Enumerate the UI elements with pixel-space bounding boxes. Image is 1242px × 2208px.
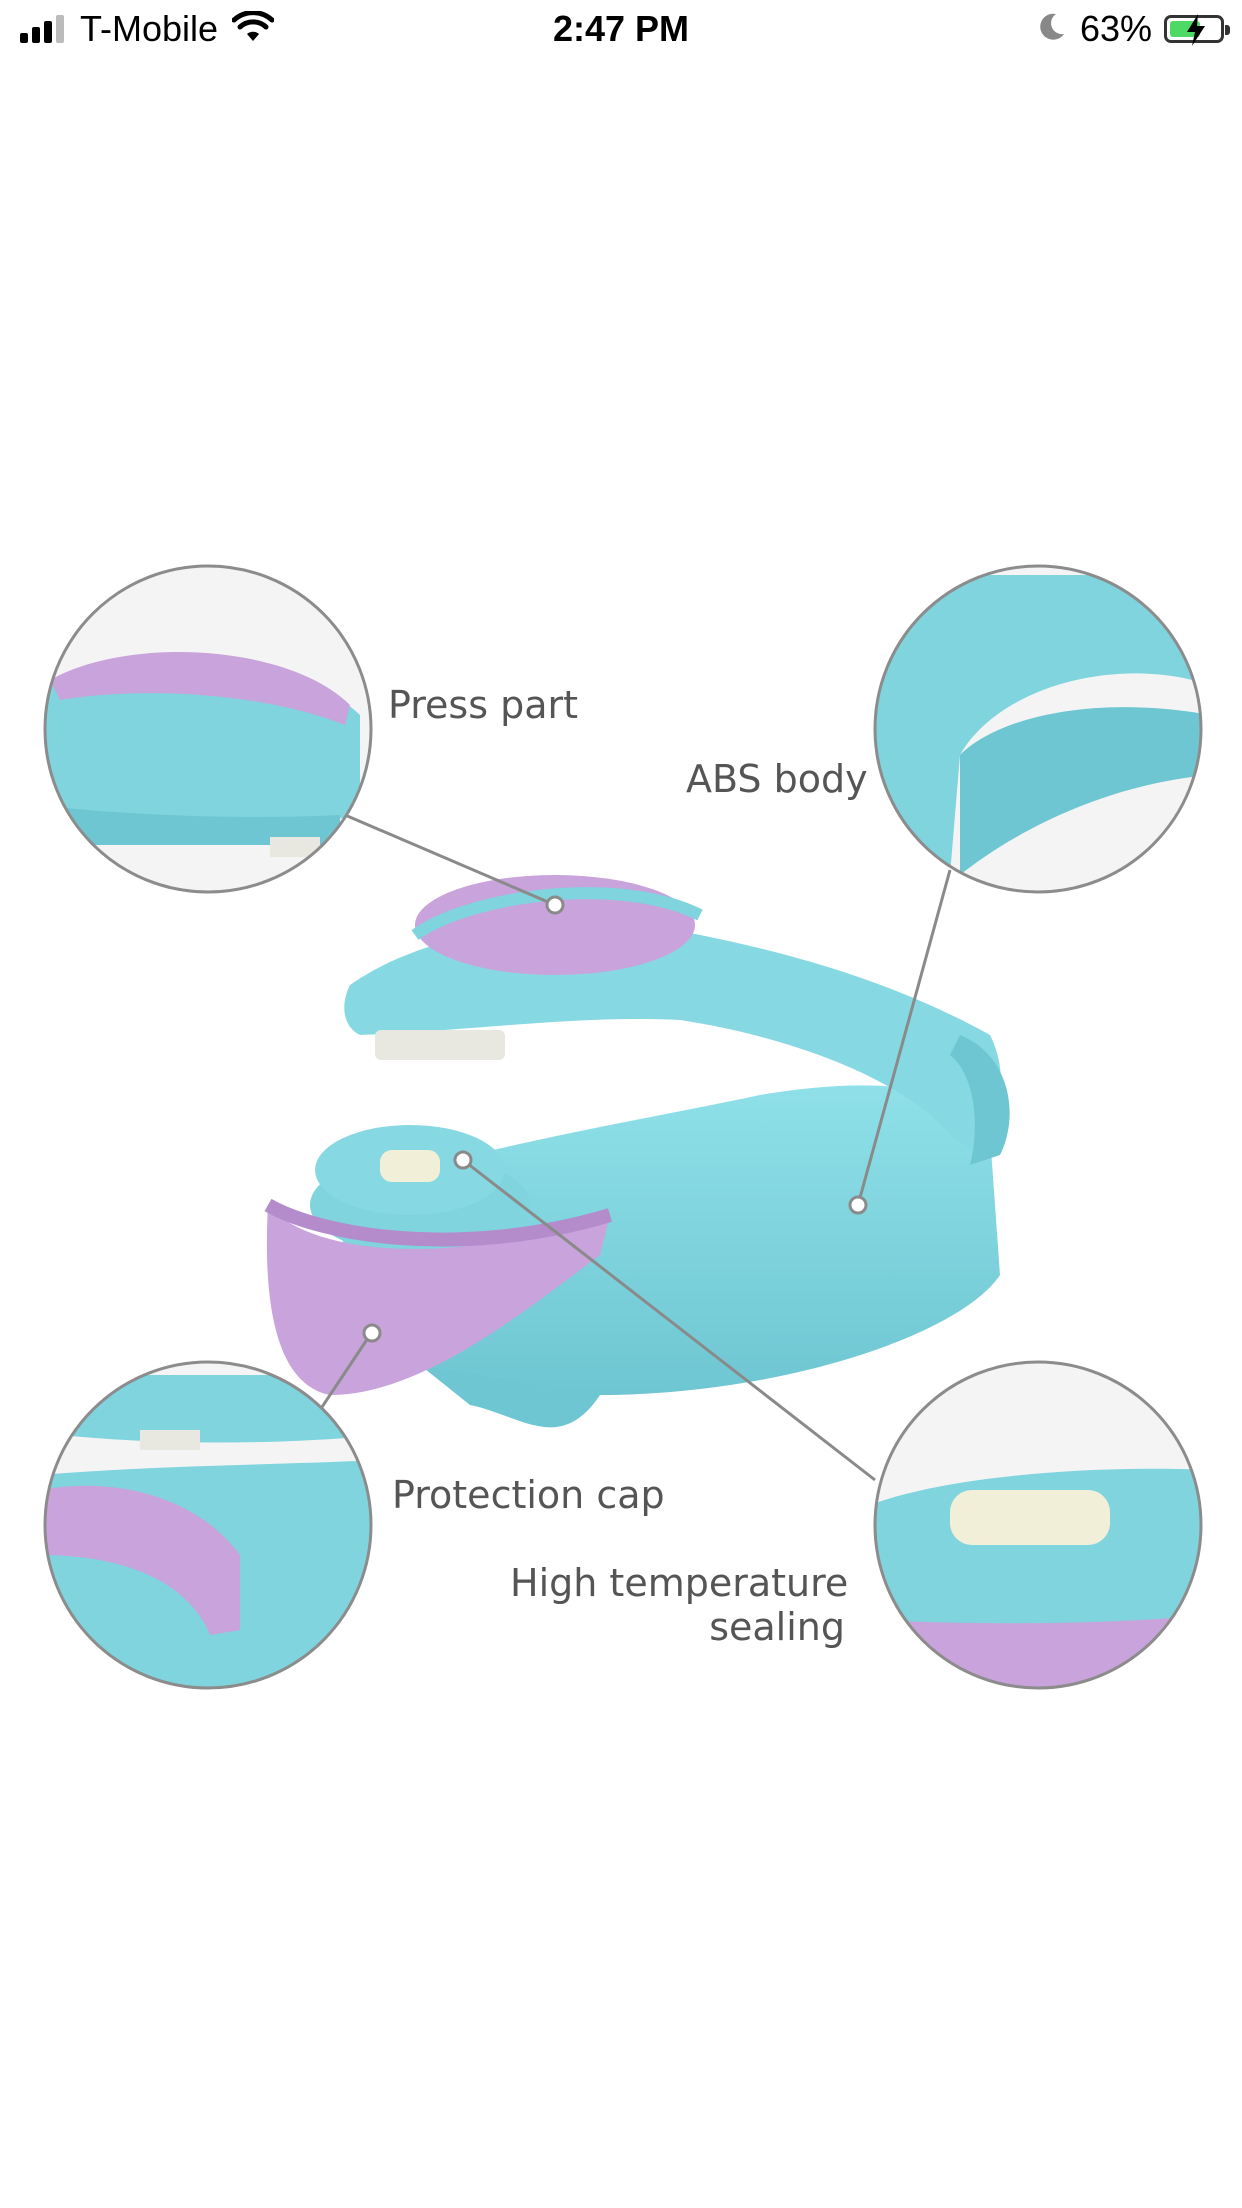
zoom-circle-press-part — [43, 564, 373, 894]
callout-high-temp-sealing: High temperature sealing — [510, 1561, 849, 1649]
wifi-icon — [231, 9, 275, 48]
leader-dots — [362, 895, 868, 1343]
battery-charging-icon — [1164, 14, 1230, 46]
battery-percent: 63% — [1079, 8, 1152, 49]
status-bar-left: T-Mobile — [20, 8, 275, 50]
signal-icon — [20, 15, 64, 43]
carrier-name: T-Mobile — [80, 8, 219, 49]
callout-high-temp-line1: High temperature — [510, 1561, 849, 1605]
status-bar-right: 63% — [1038, 8, 1230, 50]
zoom-circle-protection-cap — [43, 1360, 373, 1690]
product-image: Press part ABS body Protection cap High … — [0, 515, 1242, 1755]
zoom-circle-abs-body — [873, 564, 1203, 894]
product-illustration — [43, 564, 1203, 1690]
clock-time: 2:47 PM — [552, 8, 690, 49]
sealer-heater-dome — [310, 1125, 530, 1255]
callout-high-temp-line2: sealing — [709, 1605, 845, 1649]
zoom-circle-high-temp-sealing — [873, 1360, 1203, 1690]
callout-abs-body: ABS body — [686, 757, 868, 801]
sealer-upper-arm — [344, 875, 1010, 1165]
moon-icon — [1038, 12, 1066, 47]
status-bar: T-Mobile 2:47 PM 63% — [0, 0, 1242, 62]
callout-press-part: Press part — [388, 683, 579, 727]
callout-protection-cap: Protection cap — [392, 1473, 665, 1517]
